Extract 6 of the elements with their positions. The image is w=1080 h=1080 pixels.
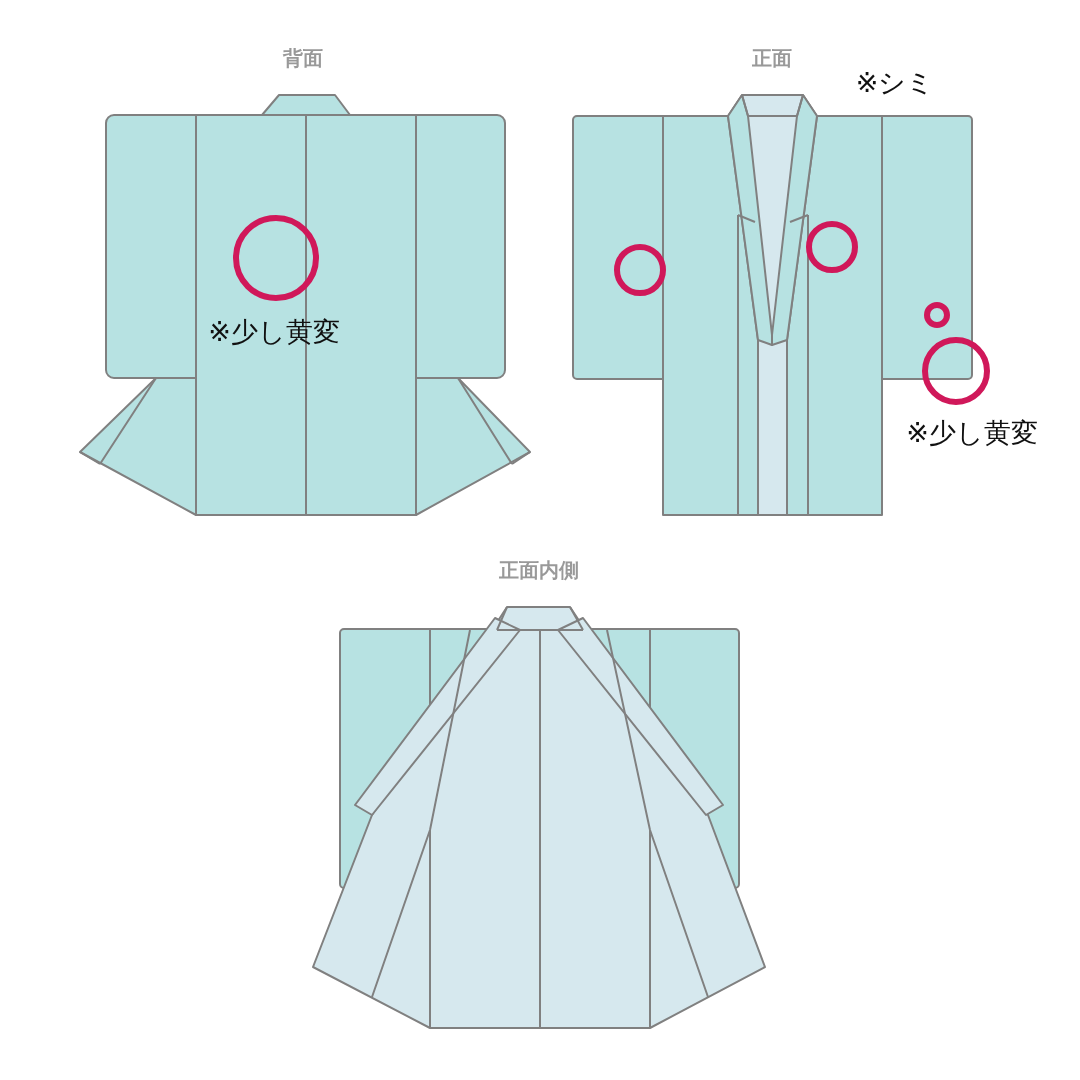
view-title: 正面内側 <box>499 559 579 581</box>
annotation-label: ※少し黄変 <box>906 418 1038 448</box>
view-title: 正面 <box>752 47 792 69</box>
annotation-label: ※シミ <box>855 68 935 98</box>
view-title: 背面 <box>283 47 323 69</box>
annotation-label: ※少し黄変 <box>208 317 340 347</box>
